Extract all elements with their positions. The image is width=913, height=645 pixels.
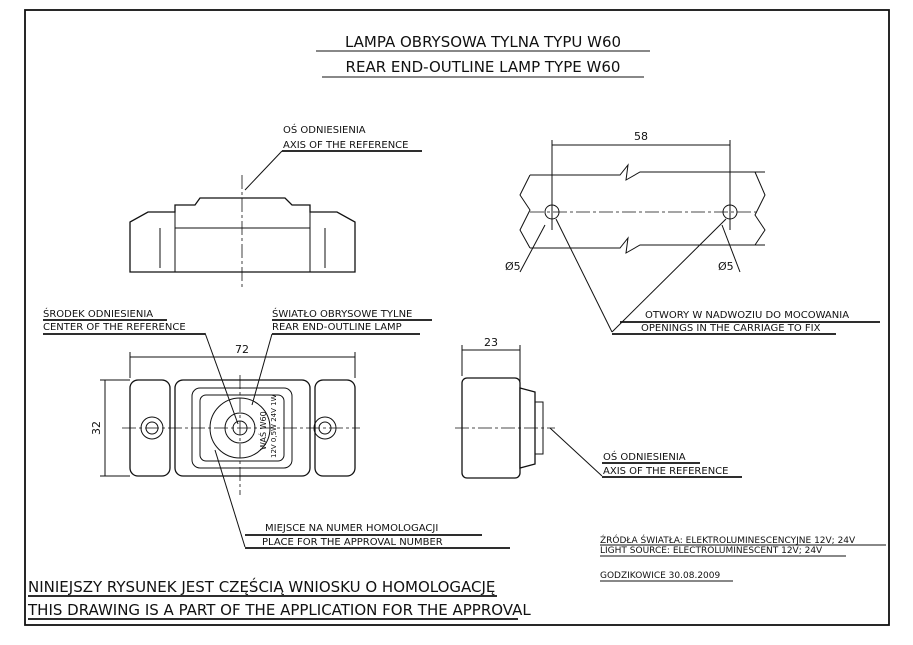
holes-label-en: OPENINGS IN THE CARRIAGE TO FIX: [641, 323, 821, 334]
side-view: 23 OŚ ODNIESIENIA AXIS OF THE REFERENCE: [455, 336, 742, 479]
place-date: GODZIKOWICE 30.08.2009: [600, 571, 720, 581]
lamp-marking-1: WAŚ W60: [257, 411, 268, 450]
dim-hole-dia-right: Ø5: [718, 260, 734, 273]
top-view: OŚ ODNIESIENIA AXIS OF THE REFERENCE: [129, 123, 422, 290]
axis-side-label-pl: OŚ ODNIESIENIA: [603, 450, 686, 463]
holes-label-pl: OTWORY W NADWOZIU DO MOCOWANIA: [645, 310, 849, 321]
dim-hole-spacing: 58: [634, 130, 648, 143]
statement-pl: NINIEJSZY RYSUNEK JEST CZĘŚCIĄ WNIOSKU O…: [28, 577, 495, 596]
dim-width: 72: [235, 343, 249, 356]
center-label-en: CENTER OF THE REFERENCE: [43, 322, 186, 333]
lamp-label-en: REAR END-OUTLINE LAMP: [272, 322, 402, 333]
title-block: LAMPA OBRYSOWA TYLNA TYPU W60 REAR END-O…: [316, 33, 650, 78]
title-pl: LAMPA OBRYSOWA TYLNA TYPU W60: [345, 33, 621, 51]
source-note-en: LIGHT SOURCE: ELECTROLUMINESCENT 12V; 24…: [600, 546, 823, 556]
mounting-holes-view: 58 Ø5 Ø5 OTWORY W NADWOZIU DO MOCOWANIA …: [505, 130, 880, 335]
axis-side-label-en: AXIS OF THE REFERENCE: [603, 466, 728, 477]
dim-depth: 23: [484, 336, 498, 349]
source-note-pl: ŹRÓDŁA ŚWIATŁA: ELEKTROLUMINESCENCYJNE 1…: [600, 534, 856, 546]
homolog-label-pl: MIEJSCE NA NUMER HOMOLOGACJI: [265, 523, 438, 534]
drawing-frame: [24, 9, 890, 626]
axis-top-label-pl: OŚ ODNIESIENIA: [283, 123, 366, 136]
title-en: REAR END-OUTLINE LAMP TYPE W60: [346, 58, 621, 76]
lamp-label-pl: ŚWIATŁO OBRYSOWE TYLNE: [272, 307, 412, 320]
lamp-marking-2: 12V 0,5W 24V 1W: [270, 394, 278, 458]
center-label-pl: ŚRODEK ODNIESIENIA: [43, 307, 153, 320]
axis-top-label-en: AXIS OF THE REFERENCE: [283, 140, 408, 151]
front-view: WAŚ W60 12V 0,5W 24V 1W 72 32 ŚRODEK ODN…: [43, 307, 510, 549]
notes: ŹRÓDŁA ŚWIATŁA: ELEKTROLUMINESCENCYJNE 1…: [27, 534, 886, 620]
dim-hole-dia-left: Ø5: [505, 260, 521, 273]
statement-en: THIS DRAWING IS A PART OF THE APPLICATIO…: [27, 601, 531, 619]
homolog-label-en: PLACE FOR THE APPROVAL NUMBER: [262, 537, 443, 548]
dim-height: 32: [90, 421, 103, 435]
